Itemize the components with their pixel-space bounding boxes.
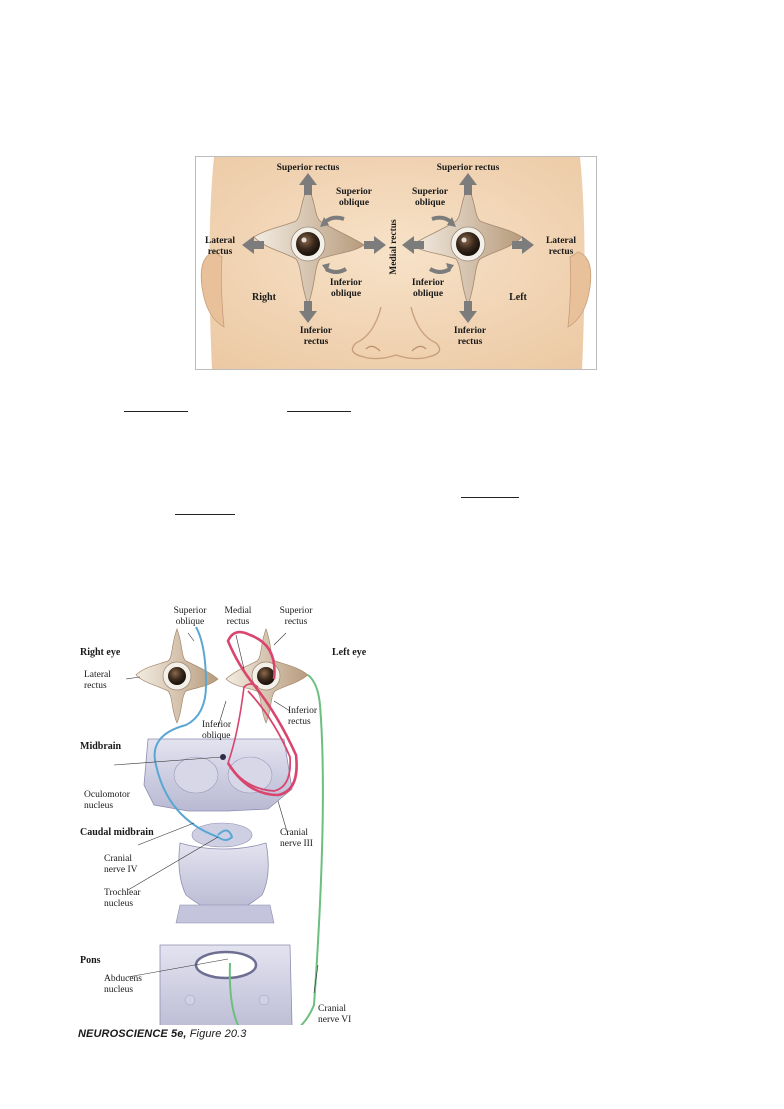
label-oculomotor-nucleus-2: nucleus: [84, 801, 113, 811]
arrow-lateral-left-eye: [512, 236, 534, 254]
label-right: Right: [252, 292, 277, 303]
label-inferior-oblique-1: Inferior: [202, 719, 232, 730]
arrow-down-left-eye: [459, 301, 477, 323]
cranial-nerve-svg: Superior oblique Medial rectus Superior …: [80, 606, 367, 1025]
label-superior-oblique-left-1: Superior: [412, 187, 449, 197]
label-inferior-oblique-left-1: Inferior: [412, 278, 445, 288]
answer-blank-2[interactable]: [287, 411, 351, 412]
label-lateral-rectus-left-1: Lateral: [546, 236, 576, 246]
right-eyeball: [296, 232, 320, 256]
label-abducens-nucleus-2: nucleus: [104, 985, 133, 995]
label-oculomotor-nucleus-1: Oculomotor: [84, 790, 131, 800]
label-abducens-nucleus-1: Abducens: [104, 974, 142, 984]
label-cranial-nerve-iii-1: Cranial: [280, 828, 308, 838]
label-superior-oblique-2: oblique: [176, 617, 205, 627]
label-trochlear-nucleus-2: nucleus: [104, 899, 133, 909]
eye-muscle-actions-svg: Superior rectus Superior rectus Superior…: [196, 157, 596, 369]
label-superior-rectus-left: Superior rectus: [437, 163, 500, 173]
figure-caption: NEUROSCIENCE 5e, Figure 20.3: [78, 1028, 246, 1040]
face-skin: [196, 157, 596, 369]
label-inferior-rectus-right-2: rectus: [304, 337, 329, 347]
arrow-medial-right-eye: [364, 236, 386, 254]
answer-blank-1[interactable]: [124, 411, 188, 412]
small-left-eye: [225, 628, 309, 724]
label-superior-oblique-right-1: Superior: [336, 187, 373, 197]
right-ear: [200, 251, 225, 328]
label-left: Left: [509, 292, 527, 303]
label-medial-rectus: Medial rectus: [389, 219, 399, 275]
label-superior-rectus-2: rectus: [285, 617, 308, 627]
label-cranial-nerve-iii-2: nerve III: [280, 839, 313, 849]
label-superior-oblique-1: Superior: [174, 606, 208, 616]
label-left-eye: Left eye: [332, 647, 367, 658]
label-inferior-oblique-left-2: oblique: [413, 289, 443, 299]
arrow-up-left-eye: [459, 173, 477, 195]
arrow-up-right-eye: [299, 173, 317, 195]
label-inferior-rectus-left-1: Inferior: [454, 326, 487, 336]
arrow-down-right-eye: [299, 301, 317, 323]
label-midbrain: Midbrain: [80, 741, 122, 752]
label-right-eye: Right eye: [80, 647, 121, 658]
label-inferior-oblique-2: oblique: [202, 731, 231, 741]
arrow-medial-left-eye: [402, 236, 424, 254]
label-inferior-oblique-right-2: oblique: [331, 289, 361, 299]
label-cranial-nerve-iv-2: nerve IV: [104, 865, 138, 875]
left-eyeball: [456, 232, 480, 256]
label-lateral-rectus-left-2: rectus: [549, 247, 574, 257]
label-medial-rectus-1: Medial: [225, 606, 252, 616]
label-caudal-midbrain: Caudal midbrain: [80, 827, 154, 838]
label-superior-oblique-left-2: oblique: [415, 198, 445, 208]
label-pons: Pons: [80, 955, 101, 966]
midbrain-section: [143, 738, 293, 812]
label-lateral-rectus-right-1: Lateral: [205, 236, 235, 246]
nose: [351, 306, 441, 360]
arrow-lateral-right-eye: [242, 236, 264, 254]
eye-muscle-actions-figure: Superior rectus Superior rectus Superior…: [195, 156, 597, 370]
label-superior-rectus-right: Superior rectus: [277, 163, 340, 173]
label-medial-rectus-2: rectus: [227, 617, 250, 627]
right-eye-diagram: [242, 173, 386, 323]
cranial-nerve-vi-path: [228, 674, 324, 1025]
label-inferior-oblique-right-1: Inferior: [330, 278, 363, 288]
label-trochlear-nucleus-1: Trochlear: [104, 888, 141, 898]
cranial-nerve-iv-path: [153, 626, 234, 841]
label-lateral-rectus-right-2: rectus: [208, 247, 233, 257]
caption-rest: Figure 20.3: [186, 1028, 247, 1040]
label-superior-oblique-right-2: oblique: [339, 198, 369, 208]
label-lateral-rectus-1: Lateral: [84, 670, 111, 680]
small-right-eye: [135, 628, 219, 724]
label-cranial-nerve-vi-1: Cranial: [318, 1004, 346, 1014]
label-inferior-rectus-2: rectus: [288, 717, 311, 727]
label-lateral-rectus-2: rectus: [84, 681, 107, 691]
cranial-nerve-figure: Superior oblique Medial rectus Superior …: [78, 605, 368, 1060]
answer-blank-4[interactable]: [175, 514, 235, 515]
left-eye-diagram: [402, 173, 534, 323]
label-inferior-rectus-right-1: Inferior: [300, 326, 333, 336]
label-cranial-nerve-iv-1: Cranial: [104, 854, 132, 864]
label-cranial-nerve-vi-2: nerve VI: [318, 1015, 351, 1025]
label-inferior-rectus-left-2: rectus: [458, 337, 483, 347]
left-ear: [567, 251, 592, 328]
pons-section: [159, 944, 293, 1025]
answer-blank-3[interactable]: [461, 497, 519, 498]
label-superior-rectus-1: Superior: [280, 606, 314, 616]
cranial-nerve-iii-path: [226, 630, 298, 797]
caudal-midbrain-section: [175, 822, 275, 924]
label-inferior-rectus-1: Inferior: [288, 705, 318, 716]
caption-bold: NEUROSCIENCE 5e,: [78, 1028, 187, 1040]
